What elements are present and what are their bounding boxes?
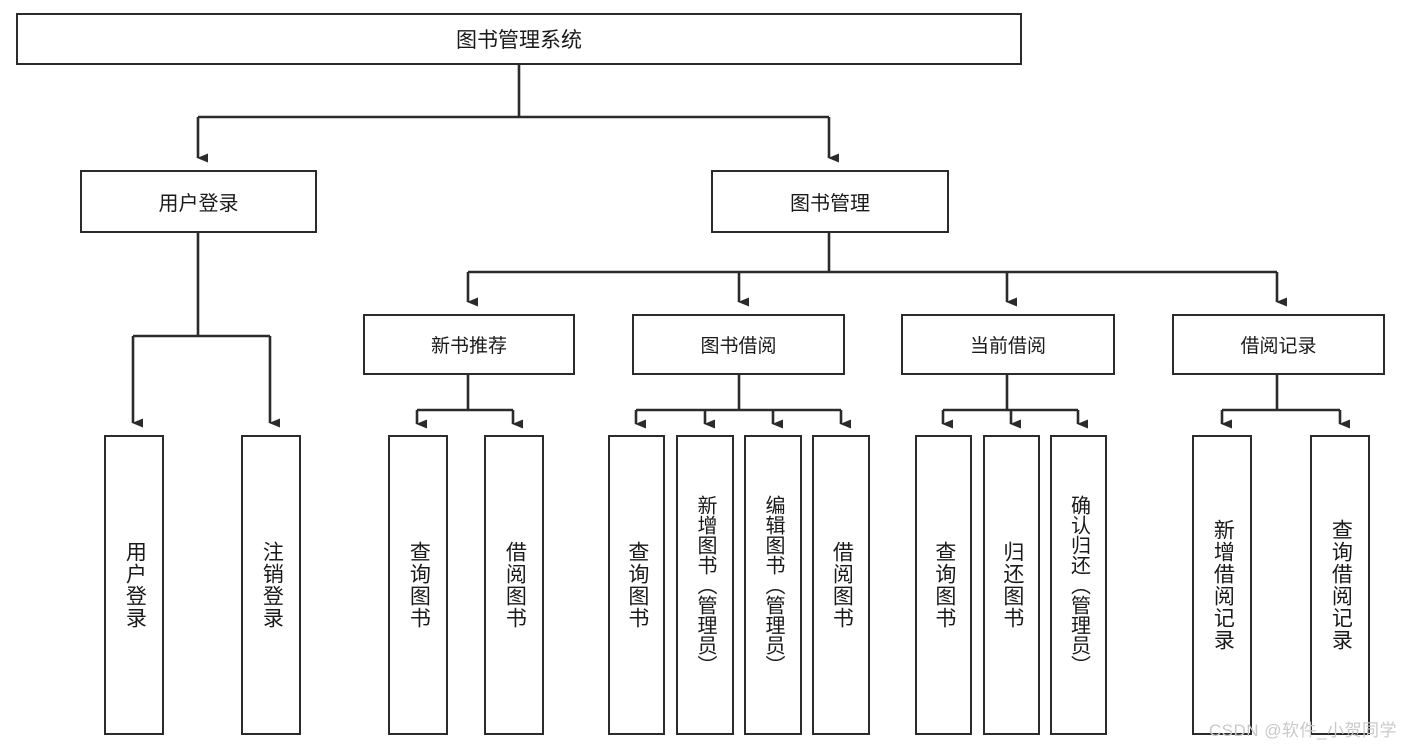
leaf-borrow-add-book[interactable]: 新增图书（管理员）	[676, 435, 734, 735]
leaf-label: 归还图书	[1000, 541, 1024, 629]
node-root[interactable]: 图书管理系统	[16, 13, 1022, 65]
leaf-label: 新增图书（管理员）	[694, 495, 716, 675]
node-borrow-record[interactable]: 借阅记录	[1172, 314, 1385, 375]
leaf-current-query-book[interactable]: 查询图书	[915, 435, 972, 735]
node-book-management[interactable]: 图书管理	[711, 170, 949, 233]
leaf-current-return-book[interactable]: 归还图书	[983, 435, 1040, 735]
node-user-login[interactable]: 用户登录	[80, 170, 317, 233]
node-book-borrow[interactable]: 图书借阅	[632, 314, 845, 375]
node-book-management-label: 图书管理	[790, 193, 870, 215]
leaf-label: 借阅图书	[503, 541, 527, 629]
leaf-record-add[interactable]: 新增借阅记录	[1192, 435, 1252, 735]
leaf-new-book-query[interactable]: 查询图书	[388, 435, 448, 735]
node-user-login-label: 用户登录	[158, 193, 239, 215]
leaf-label: 确认归还（管理员）	[1067, 495, 1090, 675]
leaf-label: 查询借阅记录	[1329, 519, 1353, 651]
node-book-borrow-label: 图书借阅	[700, 336, 777, 357]
leaf-user-login-logout[interactable]: 注销登录	[241, 435, 301, 735]
node-current-borrow-label: 当前借阅	[969, 336, 1046, 357]
leaf-label: 查询图书	[407, 541, 431, 629]
node-new-book-recommend[interactable]: 新书推荐	[363, 314, 575, 375]
leaf-label: 查询图书	[932, 541, 956, 629]
leaf-label: 编辑图书（管理员）	[762, 495, 784, 675]
leaf-user-login-login[interactable]: 用户登录	[104, 435, 164, 735]
node-borrow-record-label: 借阅记录	[1240, 336, 1317, 357]
leaf-borrow-borrow-book[interactable]: 借阅图书	[812, 435, 870, 735]
node-root-label: 图书管理系统	[456, 29, 582, 52]
leaf-current-confirm-return[interactable]: 确认归还（管理员）	[1050, 435, 1107, 735]
leaf-label: 查询图书	[625, 541, 649, 629]
leaf-label: 用户登录	[123, 541, 147, 629]
leaf-record-query[interactable]: 查询借阅记录	[1310, 435, 1370, 735]
csdn-watermark: CSDN @软件_小贺同学	[1208, 721, 1397, 740]
node-current-borrow[interactable]: 当前借阅	[901, 314, 1115, 375]
node-new-book-recommend-label: 新书推荐	[430, 336, 507, 357]
leaf-borrow-query-book[interactable]: 查询图书	[608, 435, 665, 735]
leaf-label: 新增借阅记录	[1211, 519, 1235, 651]
leaf-borrow-edit-book[interactable]: 编辑图书（管理员）	[744, 435, 802, 735]
leaf-label: 注销登录	[260, 541, 284, 629]
leaf-new-book-borrow[interactable]: 借阅图书	[484, 435, 544, 735]
leaf-label: 借阅图书	[830, 541, 854, 629]
